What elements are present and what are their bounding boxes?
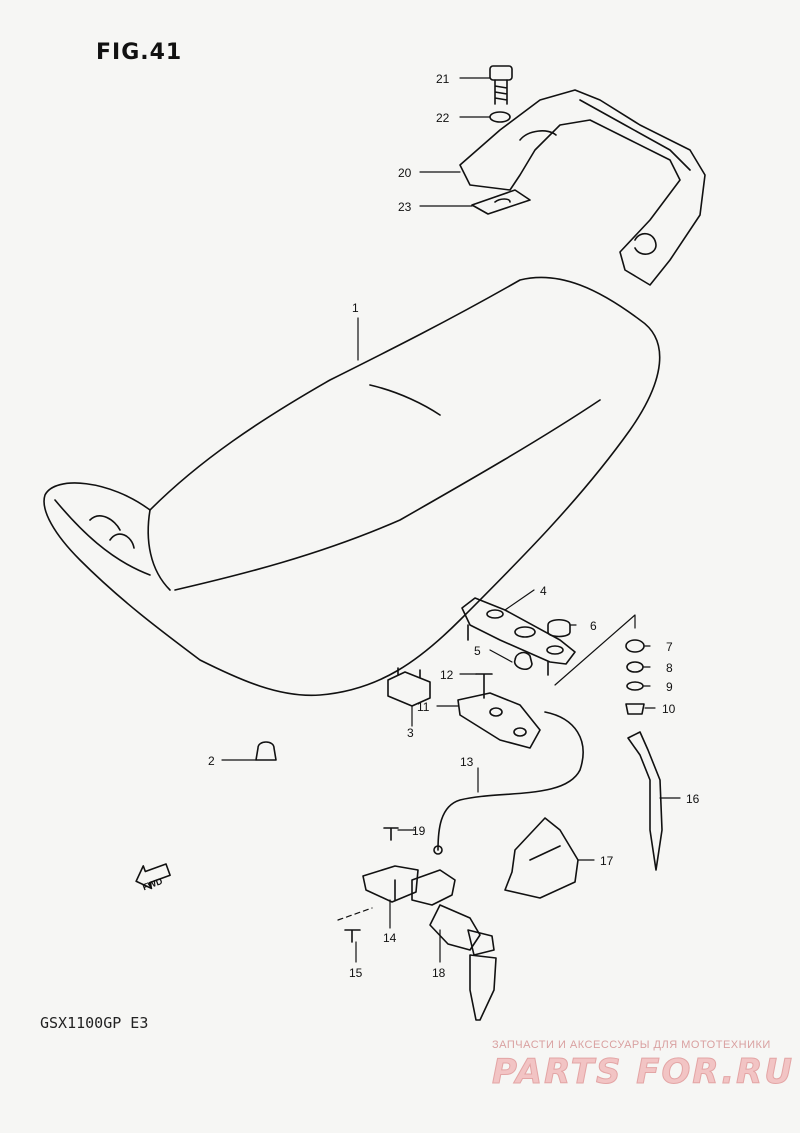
grab-rail <box>459 89 706 286</box>
callout-16: 16 <box>686 792 700 806</box>
callout-6: 6 <box>590 619 597 633</box>
washer-8 <box>626 661 644 673</box>
seat-lock-cable-13 <box>437 711 584 851</box>
hinge-bracket-4 <box>461 597 576 676</box>
callout-21: 21 <box>436 72 450 86</box>
callout-10: 10 <box>662 702 676 716</box>
callout-4: 4 <box>540 584 547 598</box>
lock-bracket-14 <box>362 865 419 903</box>
callout-12: 12 <box>440 668 454 682</box>
callout-9: 9 <box>666 680 673 694</box>
buffer-3 <box>387 667 431 707</box>
helmet-holder-wire-16 <box>627 731 663 871</box>
assembly-guide-line <box>554 614 636 686</box>
cushion-7 <box>625 639 645 653</box>
fwd-arrow-icon <box>135 863 171 890</box>
callout-19: 19 <box>412 824 426 838</box>
screw-15 <box>344 929 361 943</box>
callout-20: 20 <box>398 166 412 180</box>
callout-numbers: 21 22 20 23 1 4 6 5 7 8 9 10 12 11 3 13 … <box>208 72 700 980</box>
fwd-label: FWD <box>141 876 164 893</box>
callout-22: 22 <box>436 111 450 125</box>
callout-8: 8 <box>666 661 673 675</box>
leader-lines <box>221 77 681 963</box>
plate-23 <box>471 189 531 215</box>
callout-17: 17 <box>600 854 614 868</box>
watermark-caption: ЗАПЧАСТИ И АКСЕССУАРЫ ДЛЯ МОТОТЕХНИКИ <box>492 1039 771 1051</box>
callout-1: 1 <box>352 301 359 315</box>
callout-2: 2 <box>208 754 215 768</box>
nut-10 <box>625 703 645 715</box>
cover-17 <box>504 817 579 899</box>
screw-19 <box>383 827 399 841</box>
washer-9 <box>626 681 644 691</box>
callout-3: 3 <box>407 726 414 740</box>
seat-lock-11 <box>457 692 541 749</box>
washer-22 <box>489 111 511 123</box>
figure-title: FIG.41 <box>96 40 183 65</box>
grommet-5 <box>513 651 533 671</box>
seat-lock-set-18 <box>411 869 497 1021</box>
callout-14: 14 <box>383 931 397 945</box>
callout-13: 13 <box>460 755 474 769</box>
callout-7: 7 <box>666 640 673 654</box>
cushion-6 <box>547 618 571 638</box>
bolt-21 <box>489 65 513 105</box>
callout-5: 5 <box>474 644 481 658</box>
callout-23: 23 <box>398 200 412 214</box>
callout-15: 15 <box>349 966 363 980</box>
model-code: GSX1100GP E3 <box>40 1014 149 1032</box>
seat <box>43 276 661 697</box>
callout-18: 18 <box>432 966 446 980</box>
callout-11: 11 <box>417 700 430 714</box>
watermark-logo: PARTS FOR.RU <box>492 1052 794 1093</box>
grommet-2 <box>255 741 277 761</box>
